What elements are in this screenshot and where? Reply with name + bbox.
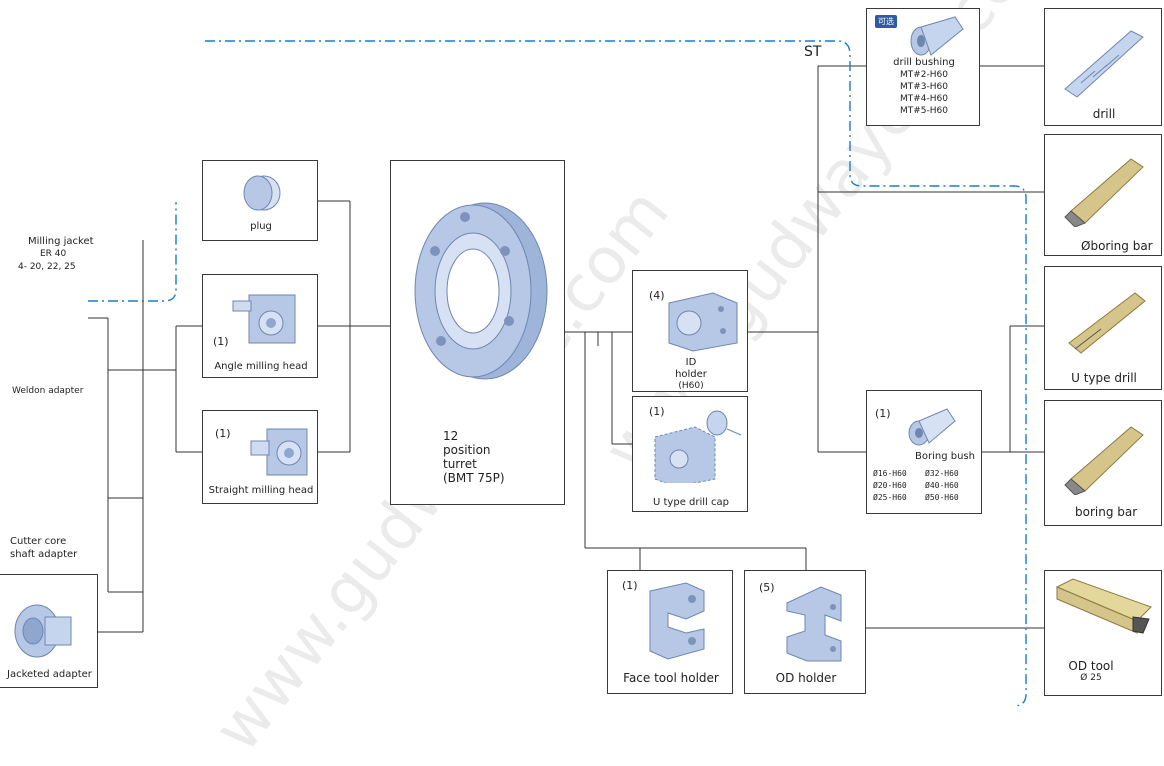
boring-bush-size: Ø16-H60: [873, 469, 907, 478]
u-type-drill-image: [1061, 277, 1151, 357]
connection-lines: [0, 0, 1164, 710]
boring-bush-size: Ø20-H60: [873, 481, 907, 490]
id-holder-image: [663, 287, 743, 353]
jacketed-adapter-box: Jacketed adapter: [0, 574, 98, 688]
turret-line-1: 12: [443, 429, 458, 443]
id-holder-box: (4) ID holder (H60): [632, 270, 748, 392]
u-drill-cap-image: [649, 409, 749, 483]
face-tool-holder-box: (1) Face tool holder: [607, 570, 733, 694]
od-holder-box: (5) OD holder: [744, 570, 866, 694]
boring-bush-size: Ø32-H60: [925, 469, 959, 478]
milling-jacket-spec: ER 40: [40, 249, 66, 259]
drill-bushing-label: drill bushing: [867, 57, 981, 68]
angle-head-qty: (1): [213, 335, 229, 348]
plug-box: plug: [202, 160, 318, 241]
u-drill-cap-label: U type drill cap: [633, 497, 749, 508]
boring-bush-size: Ø25-H60: [873, 493, 907, 502]
st-label: ST: [804, 44, 821, 60]
cutter-core-label: Cutter core: [10, 536, 66, 547]
drill-bushing-size-4: MT#5-H60: [867, 106, 981, 116]
optional-tag: 可选: [875, 15, 897, 28]
boring-bar-image: [1061, 415, 1151, 495]
boring-bush-image: [903, 399, 963, 449]
jacketed-adapter-image: [9, 595, 79, 665]
jacketed-adapter-label: Jacketed adapter: [7, 669, 92, 680]
boring-bush-qty: (1): [875, 407, 891, 420]
angle-milling-head-box: (1) Angle milling head: [202, 274, 318, 378]
od-tool-label: OD tool: [1045, 659, 1137, 673]
plug-image: [240, 173, 290, 213]
milling-jacket-sizes: 4- 20, 22, 25: [18, 262, 76, 272]
od-holder-image: [781, 581, 851, 665]
turret-box: 12 position turret (BMT 75P): [390, 160, 565, 505]
od-holder-qty: (5): [759, 581, 775, 594]
od-tool-box: OD tool Ø 25: [1044, 570, 1162, 696]
drill-box: drill: [1044, 8, 1162, 126]
boring-bar-label: boring bar: [1075, 505, 1137, 519]
u-type-drill-label: U type drill: [1045, 371, 1163, 385]
straight-milling-head-image: [237, 415, 317, 485]
od-tool-size: Ø 25: [1045, 673, 1137, 683]
cutter-core-label-2: shaft adapter: [10, 549, 77, 560]
turret-line-4: (BMT 75P): [443, 471, 505, 485]
straight-head-qty: (1): [215, 427, 231, 440]
boring-bush-label: Boring bush: [915, 451, 975, 462]
face-holder-qty: (1): [622, 579, 638, 592]
face-tool-holder-image: [642, 581, 712, 661]
turret-line-2: position: [443, 443, 491, 457]
angle-milling-head-image: [229, 283, 309, 353]
od-tool-image: [1053, 577, 1153, 647]
boring-bush-box: (1) Boring bush Ø16-H60 Ø32-H60 Ø20-H60 …: [866, 390, 982, 514]
boring-bush-size: Ø50-H60: [925, 493, 959, 502]
drill-bushing-box: 可选 drill bushing MT#2-H60 MT#3-H60 MT#4-…: [866, 8, 980, 126]
straight-head-label: Straight milling head: [203, 485, 319, 496]
weldon-adapter-label: Weldon adapter: [12, 386, 83, 396]
angle-head-label: Angle milling head: [203, 361, 319, 372]
id-holder-line-3: (H60): [633, 381, 749, 391]
phi-boring-bar-box: Øboring bar: [1044, 134, 1162, 256]
u-drill-cap-box: (1) U type drill cap: [632, 396, 748, 512]
id-holder-line-2: holder: [633, 369, 749, 380]
id-holder-qty: (4): [649, 289, 665, 302]
phi-boring-bar-label: Øboring bar: [1081, 239, 1153, 253]
boring-bush-size: Ø40-H60: [925, 481, 959, 490]
straight-milling-head-box: (1) Straight milling head: [202, 410, 318, 504]
drill-image: [1061, 19, 1151, 99]
drill-bushing-size-2: MT#3-H60: [867, 82, 981, 92]
od-holder-label: OD holder: [745, 671, 867, 685]
milling-jacket-label: Milling jacket: [28, 236, 94, 247]
drill-bushing-size-3: MT#4-H60: [867, 94, 981, 104]
u-type-drill-box: U type drill: [1044, 266, 1162, 390]
plug-label: plug: [203, 221, 319, 232]
turret-line-3: turret: [443, 457, 477, 471]
u-drill-cap-qty: (1): [649, 405, 665, 418]
drill-label: drill: [1045, 107, 1163, 121]
face-holder-label: Face tool holder: [608, 671, 734, 685]
boring-bar-box: boring bar: [1044, 400, 1162, 526]
phi-boring-bar-image: [1061, 147, 1151, 227]
turret-image: [405, 191, 555, 391]
id-holder-line-1: ID: [633, 357, 749, 368]
drill-bushing-size-1: MT#2-H60: [867, 70, 981, 80]
drill-bushing-image: [907, 11, 967, 59]
